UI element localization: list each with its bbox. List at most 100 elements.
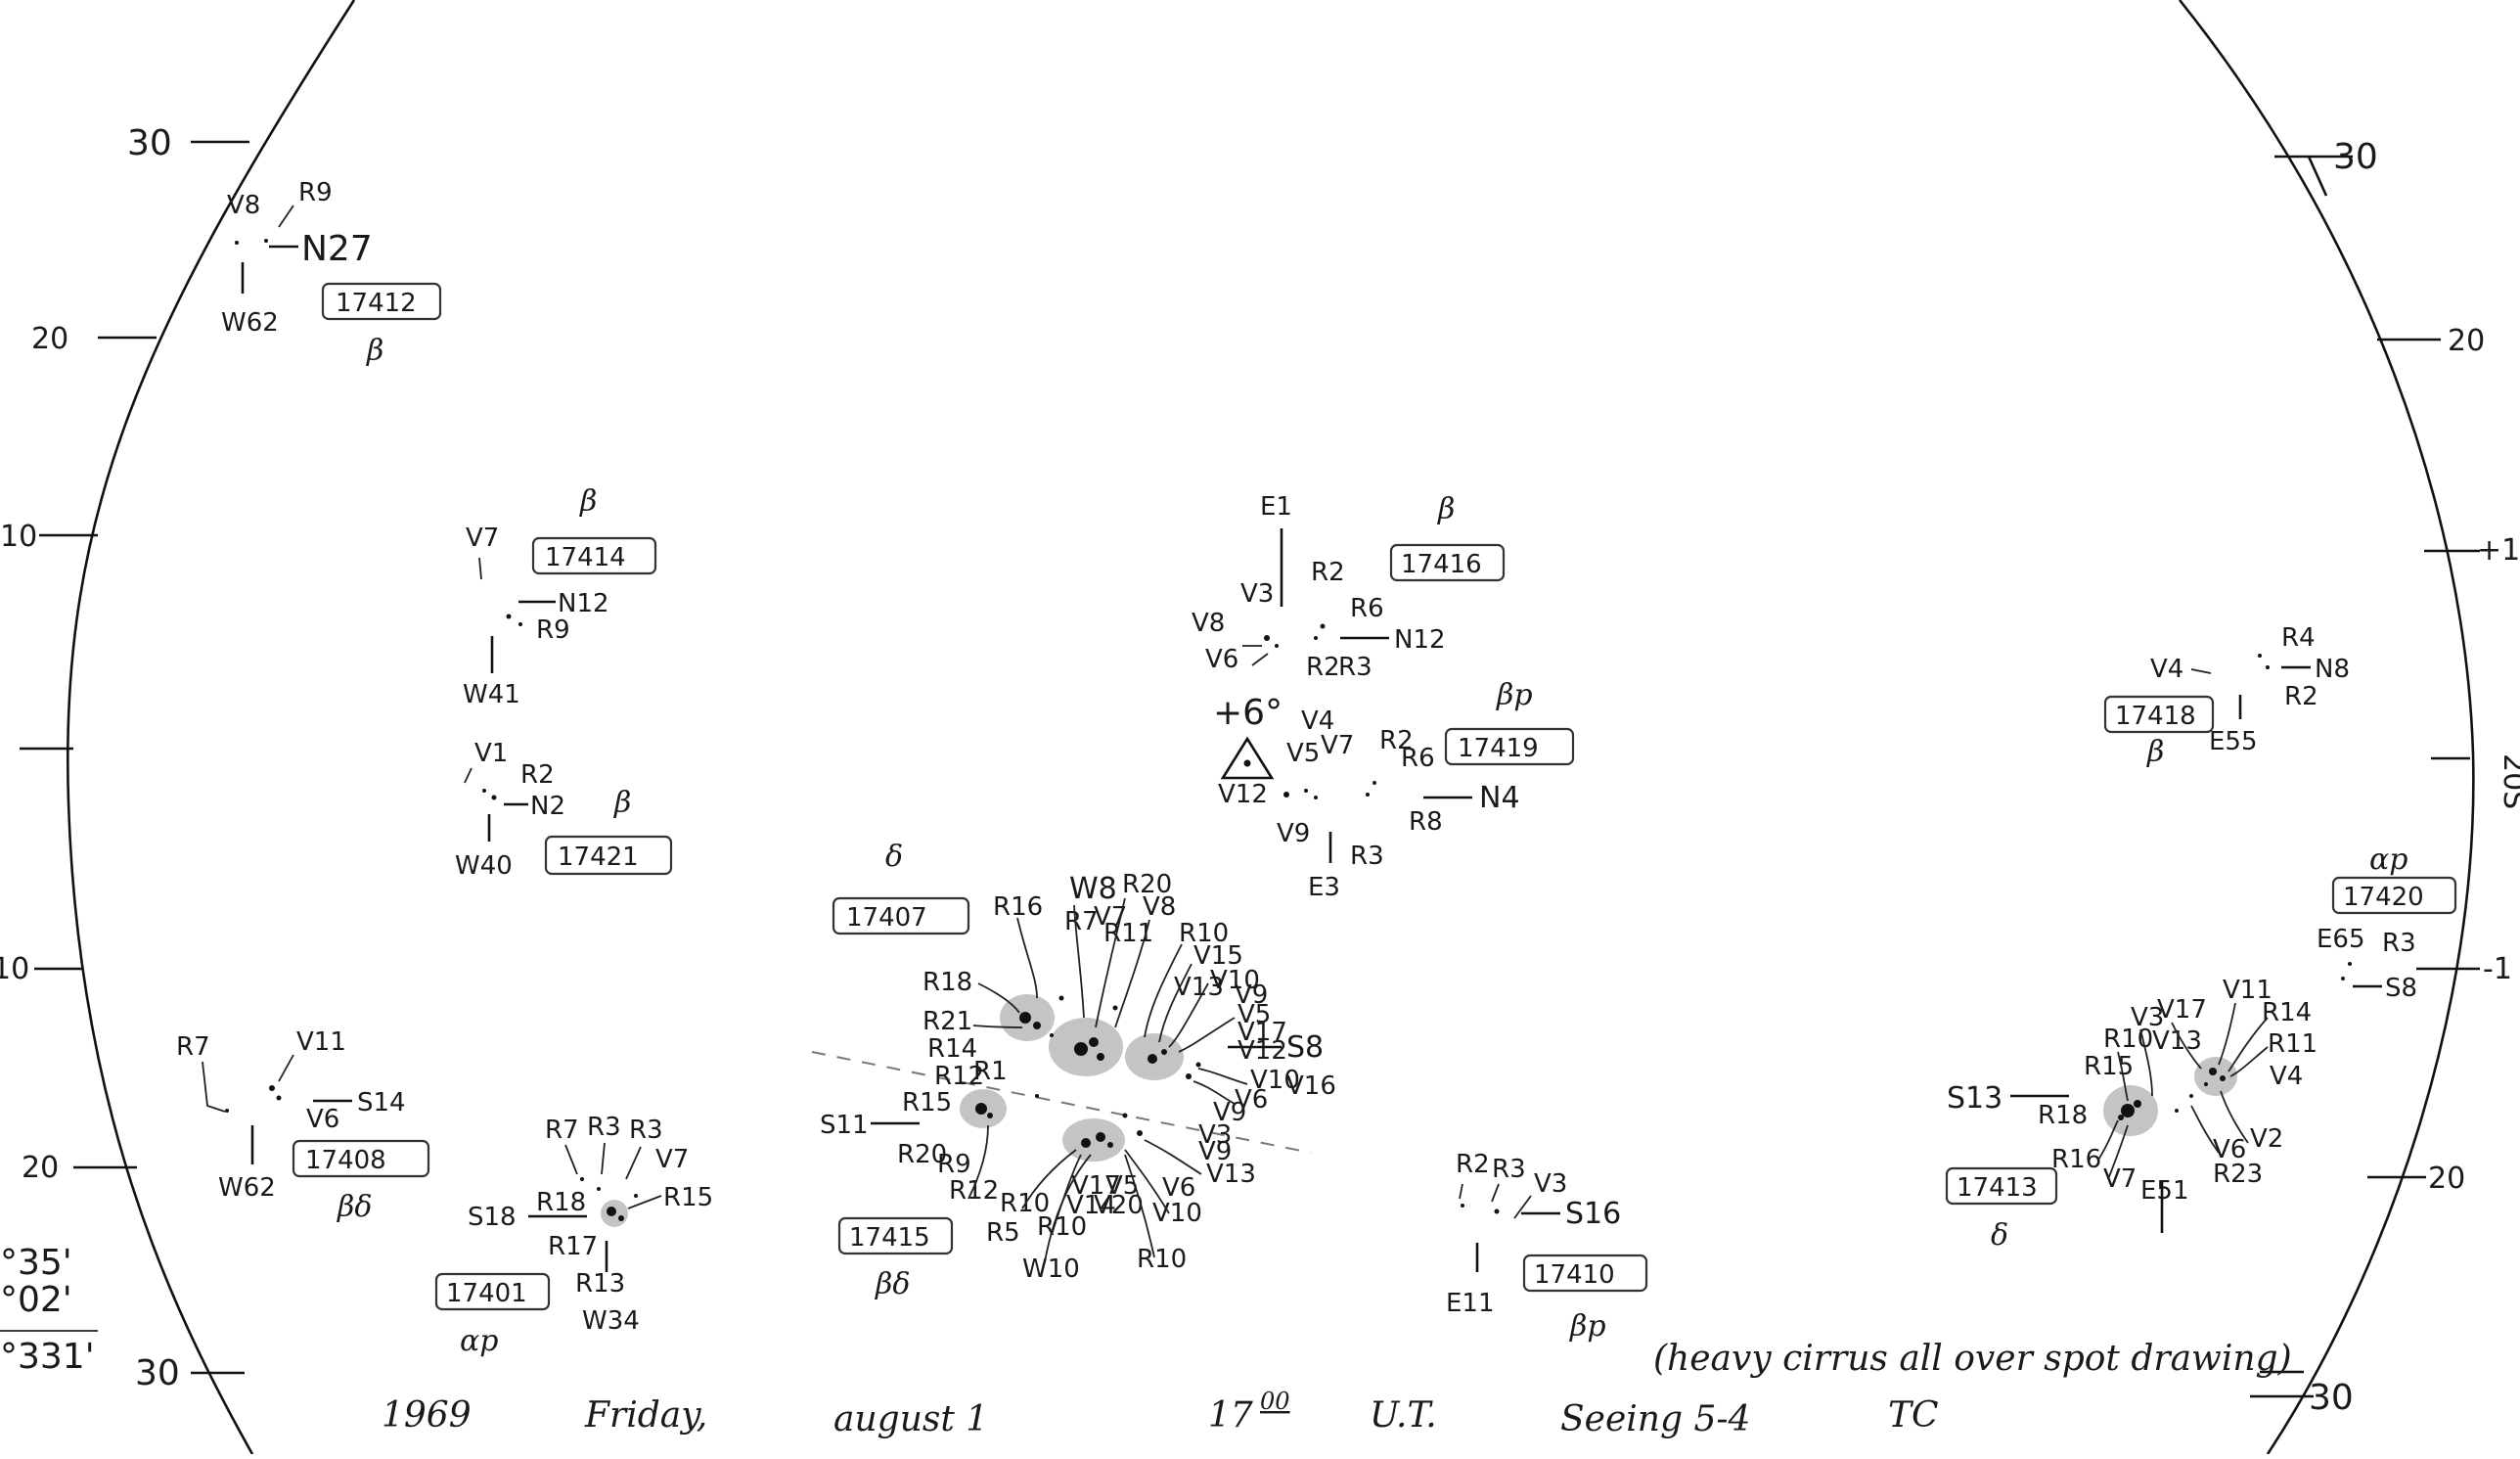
label-v17: V17 (2157, 995, 2207, 1025)
label-r15: R15 (2084, 1052, 2134, 1081)
note-line-2: °02' (0, 1280, 72, 1320)
left-scale-20-bottom: 20 (22, 1151, 59, 1185)
label-r6: R6 (1401, 744, 1435, 773)
label-r18: R18 (536, 1188, 586, 1217)
label-s16: S16 (1565, 1197, 1621, 1231)
label-n4: N4 (1479, 781, 1520, 815)
label-v6: V6 (1235, 1085, 1268, 1115)
center-marker: +6° (1213, 693, 1282, 780)
region-number: 17418 (2115, 702, 2196, 731)
solar-limb-right (2178, 0, 2475, 1455)
region-17401: R7 R3 R3 V7 S18 R18 R15 R17 R13 W34 1740… (434, 1113, 713, 1358)
right-scale-10-bottom: -1 (2483, 952, 2512, 986)
label-w62: W62 (218, 1173, 276, 1203)
title-time: 17 (1208, 1395, 1253, 1436)
label-r2: R2 (1379, 726, 1414, 755)
label-r5: R5 (986, 1218, 1020, 1248)
label-r12: R12 (934, 1062, 984, 1091)
label-r7: R7 (176, 1032, 210, 1062)
label-v10: V10 (1250, 1066, 1300, 1095)
region-class: β (613, 786, 631, 820)
label-v8: V8 (1143, 892, 1176, 922)
label-v9: V9 (1277, 819, 1310, 848)
label-v17: V17 (1071, 1171, 1121, 1201)
center-latitude-label: +6° (1213, 693, 1282, 733)
label-v9: V9 (1198, 1137, 1232, 1166)
label-r3: R3 (587, 1113, 621, 1142)
label-r15: R15 (902, 1088, 952, 1117)
label-e3: E3 (1308, 873, 1340, 902)
right-scale-10-top: +1 (2477, 533, 2520, 568)
label-r15: R15 (663, 1183, 713, 1212)
left-scale-30-bottom: 30 (135, 1353, 180, 1393)
region-number: 17407 (846, 903, 927, 933)
solar-limb-left (67, 0, 356, 1455)
region-number: 17419 (1458, 734, 1539, 763)
region-17421: V1 R2 N2 W40 β 17421 (455, 739, 673, 881)
label-v7: V7 (1321, 731, 1354, 760)
label-r2: R2 (2284, 682, 2318, 711)
label-v15: V15 (1193, 941, 1243, 971)
label-v1: V1 (474, 739, 508, 768)
label-w41: W41 (463, 680, 520, 709)
label-r1: R1 (973, 1057, 1008, 1086)
label-e11: E11 (1446, 1289, 1495, 1318)
region-class: βp (1496, 678, 1533, 712)
region-class: δ (885, 840, 903, 874)
label-v9: V9 (1235, 980, 1268, 1010)
label-v17: V17 (1238, 1018, 1287, 1047)
label-r11: V4 (2270, 1062, 2303, 1091)
label-v13: V13 (2152, 1026, 2202, 1056)
label-r18: R18 (2038, 1101, 2088, 1130)
note-line-1: °35' (0, 1243, 72, 1283)
label-r9: R9 (298, 178, 333, 207)
right-scale: 30 20 +1 -1 20 30 20S (2250, 137, 2520, 1418)
region-class: αp (460, 1324, 498, 1358)
title-date: august 1 (833, 1399, 988, 1439)
label-r20: R20 (897, 1140, 947, 1169)
region-17420: αp 17420 E65 R3 S8 (2317, 843, 2457, 1003)
region-number: 17413 (1957, 1173, 2038, 1203)
label-r23: R16 (2051, 1145, 2101, 1174)
region-class: βδ (337, 1190, 372, 1224)
region-class: δ (1991, 1218, 2008, 1253)
label-r2: R2 (1311, 558, 1345, 587)
label-s13: S13 (1947, 1081, 2002, 1116)
region-class: β (1437, 492, 1455, 526)
label-r10b: R10 (1037, 1212, 1087, 1242)
note-line-3: °331' (0, 1337, 95, 1377)
label-r3: R3 (1338, 653, 1372, 682)
label-v6: V6 (1205, 645, 1238, 674)
region-number: 17410 (1534, 1260, 1615, 1290)
label-n12: N12 (1394, 625, 1446, 655)
region-class: β (579, 484, 597, 519)
label-r3: R3 (1492, 1155, 1526, 1184)
label-v14: V14 (1066, 1191, 1116, 1220)
left-scale-10-top: 10 (0, 520, 37, 554)
label-v20: V20 (1094, 1191, 1144, 1220)
region-number: 17414 (545, 543, 626, 572)
label-r3: R3 (1350, 842, 1384, 871)
region-17413: S13 R18 R15 R10 V3 V17 V13 V11 R14 R11 V… (1945, 976, 2318, 1253)
label-v10: V10 (1152, 1199, 1202, 1228)
title-year: 1969 (382, 1395, 472, 1436)
label-n12: N12 (558, 589, 609, 618)
label-r14: R14 (927, 1034, 977, 1064)
region-number: 17415 (849, 1223, 930, 1253)
region-17418: V4 R4 N8 R2 17418 E55 β (2103, 623, 2350, 769)
region-class: βδ (875, 1267, 910, 1301)
label-r8: R8 (1409, 807, 1443, 837)
label-v11: V11 (2223, 976, 2272, 1005)
label-v5: V5 (1238, 1000, 1271, 1029)
label-v10: V10 (1210, 966, 1260, 995)
left-corner-notes: °35' °02' °331' (0, 1243, 98, 1377)
left-scale-20-top: 20 (31, 322, 68, 356)
region-class: αp (2369, 843, 2408, 877)
label-v13: V13 (1174, 973, 1224, 1002)
label-n27: N27 (301, 229, 373, 269)
label-r2b: R2 (1306, 653, 1340, 682)
label-s11: S11 (820, 1111, 869, 1140)
label-v13: V13 (1206, 1160, 1256, 1189)
